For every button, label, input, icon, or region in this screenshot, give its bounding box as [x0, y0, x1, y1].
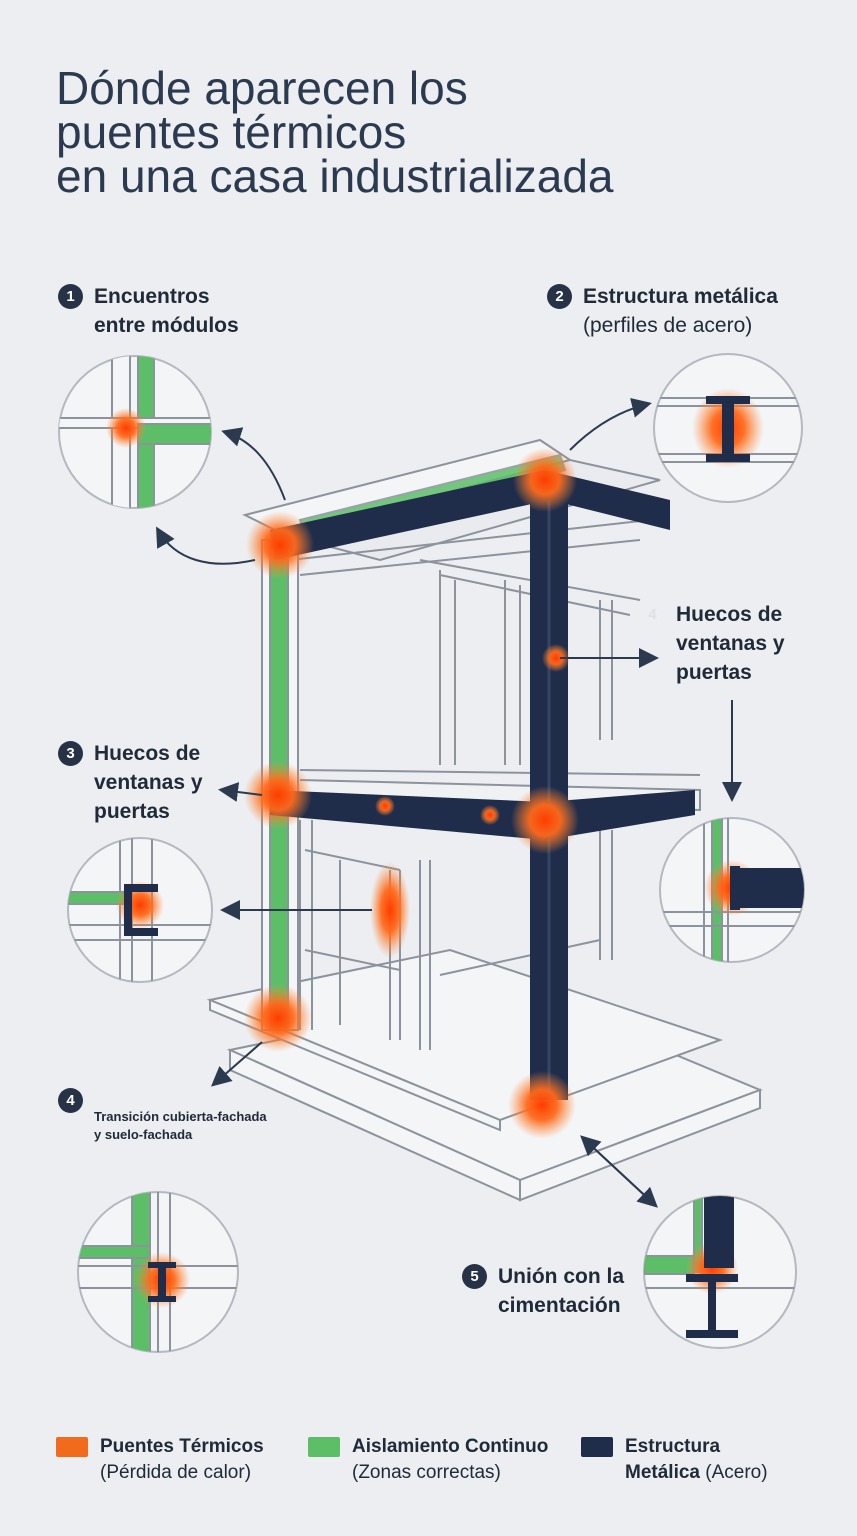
callout-5: 4 Transición cubierta-fachada y suelo-fa… — [58, 1088, 267, 1144]
legend-steel-line-2: Metálica (Acero) — [625, 1460, 768, 1486]
title-line-1: Dónde aparecen los — [56, 62, 468, 114]
callout-1-line-2: entre módulos — [94, 314, 239, 337]
steel-beams — [270, 470, 695, 840]
detail-circle-2 — [653, 353, 803, 503]
callout-6: 5 Unión con la cimentación — [462, 1262, 624, 1320]
legend-thermal-bridges: Puentes Térmicos (Pérdida de calor) — [56, 1434, 264, 1486]
callout-1: 1 Encuentros entre módulos — [58, 282, 239, 340]
legend-insulation-title: Aislamiento Continuo — [352, 1436, 549, 1457]
legend-thermal-subtitle: (Pérdida de calor) — [100, 1462, 252, 1483]
callout-number-6: 5 — [462, 1264, 487, 1289]
callout-6-line-2: cimentación — [498, 1294, 621, 1317]
legend-thermal-title: Puentes Térmicos — [100, 1436, 264, 1457]
callout-number-3: 3 — [58, 741, 83, 766]
page-title: Dónde aparecen los puentes térmicos en u… — [56, 62, 614, 202]
callout-3: 3 Huecos de ventanas y puertas — [58, 739, 203, 826]
detail-circle-6 — [643, 1195, 797, 1349]
callout-6-line-1: Unión con la — [498, 1265, 624, 1288]
legend-insulation: Aislamiento Continuo (Zonas correctas) — [308, 1434, 549, 1486]
callout-2: 2 Estructura metálica (perfiles de acero… — [547, 282, 778, 340]
legend-swatch-insulation — [308, 1437, 340, 1457]
callout-number-1: 1 — [58, 284, 83, 309]
legend-steel-title-2: Metálica — [625, 1462, 700, 1483]
legend-insulation-subtitle: (Zonas correctas) — [352, 1462, 501, 1483]
title-line-3: en una casa industrializada — [56, 150, 614, 202]
callout-4: 4 Huecos de ventanas y puertas — [648, 600, 785, 687]
callout-number-4: 4 — [648, 606, 657, 623]
callout-number-2: 2 — [547, 284, 572, 309]
legend-steel: Estructura Metálica (Acero) — [581, 1434, 768, 1486]
callout-5-line-2: y suelo-fachada — [94, 1127, 193, 1142]
callout-4-line-3: puertas — [676, 661, 752, 684]
callout-4-line-2: ventanas y — [676, 632, 785, 655]
callout-number-5: 4 — [58, 1088, 83, 1113]
legend-swatch-steel — [581, 1437, 613, 1457]
callout-3-line-3: puertas — [94, 800, 170, 823]
callout-4-line-1: Huecos de — [676, 603, 783, 626]
callout-2-line-2: (perfiles de acero) — [583, 314, 753, 337]
foundation-slab — [206, 948, 763, 1202]
callout-1-line-1: Encuentros — [94, 285, 210, 308]
legend-steel-subtitle: (Acero) — [705, 1462, 768, 1483]
callout-2-line-1: Estructura metálica — [583, 285, 778, 308]
detail-circle-3 — [67, 837, 213, 983]
legend-swatch-thermal — [56, 1437, 88, 1457]
detail-circle-1 — [58, 355, 212, 509]
legend-steel-title-1: Estructura — [625, 1436, 721, 1457]
heat-spots — [244, 448, 579, 1139]
detail-circle-5 — [77, 1191, 239, 1353]
detail-circle-4 — [659, 817, 805, 963]
callout-5-line-1: Transición cubierta-fachada — [94, 1109, 267, 1124]
callout-3-line-2: ventanas y — [94, 771, 203, 794]
title-line-2: puentes térmicos — [56, 106, 407, 158]
callout-3-line-1: Huecos de — [94, 742, 201, 765]
callout-arrows — [156, 398, 742, 1208]
